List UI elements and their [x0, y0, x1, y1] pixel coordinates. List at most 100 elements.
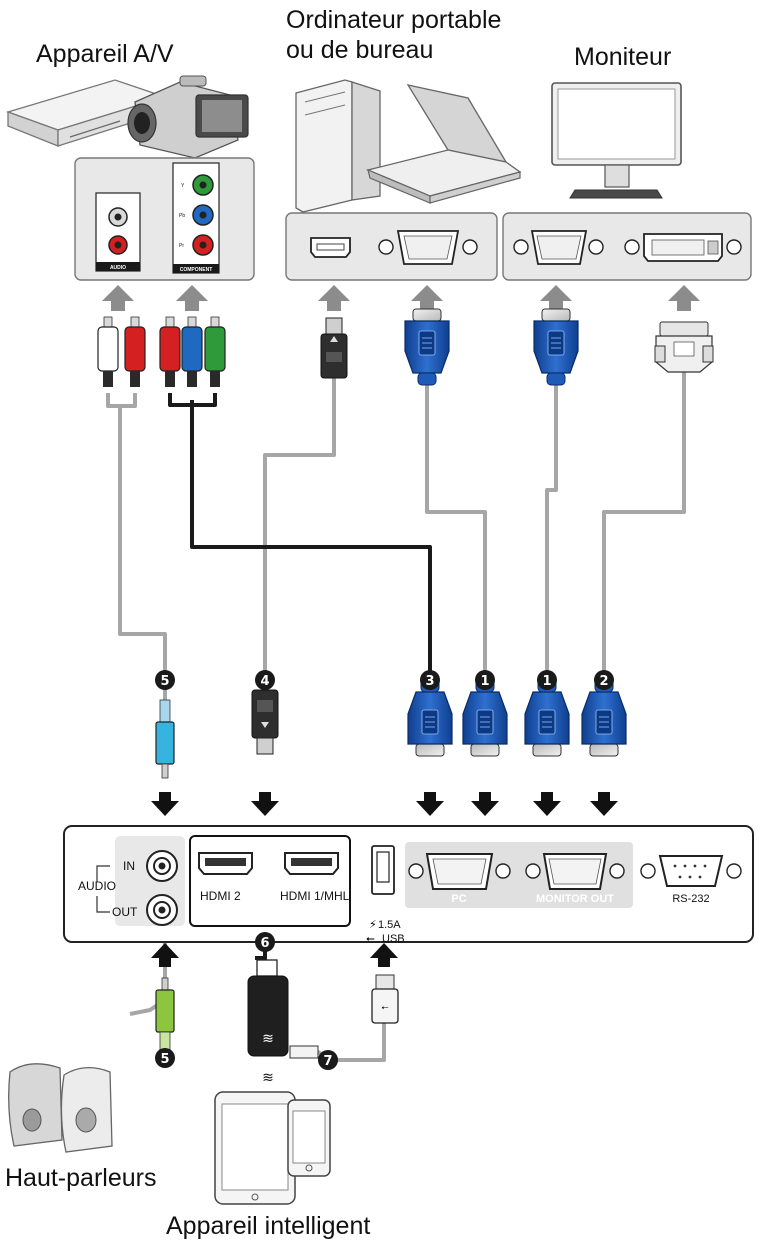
audio-out-minijack [155, 977, 175, 1053]
monitor-image [551, 82, 682, 199]
badge-vga-pc: 1 [475, 670, 495, 690]
svg-text:1: 1 [480, 674, 489, 689]
computer-label-line2: ou de bureau [286, 36, 433, 64]
hdmi-plug-bottom [251, 689, 279, 755]
av-component-label: COMPONENT [180, 267, 213, 273]
projector-audio-label: AUDIO [78, 879, 116, 893]
vga-plug-bottom-pc [462, 679, 508, 757]
smart-device-label: Appareil intelligent [166, 1212, 370, 1240]
audio-rca-plugs [97, 316, 146, 388]
camcorder-image [127, 75, 249, 159]
monitor-label: Moniteur [574, 43, 671, 71]
dvi-plug-top [654, 321, 714, 373]
monitor-connector-panel [502, 212, 752, 281]
smart-device-image [214, 1091, 331, 1205]
audio-in-jack[interactable] [146, 850, 178, 882]
audio-in-minijack [155, 699, 175, 779]
hdmi2-label: HDMI 2 [200, 889, 241, 903]
hdmi2-port[interactable] [198, 852, 253, 875]
hdmi-plug-top [320, 317, 348, 379]
hdmi1-mhl-port[interactable] [284, 852, 339, 875]
component-pr-label: Pr [179, 243, 184, 249]
usb-power-label: 1.5A [378, 919, 401, 931]
wifi-signal-icon: ≋ [262, 1070, 274, 1086]
svg-text:4: 4 [260, 674, 269, 689]
av-connector-panel: AUDIO Y Pb Pr COMPONENT [74, 157, 255, 281]
audio-out-jack[interactable] [146, 894, 178, 926]
svg-text:6: 6 [260, 936, 269, 951]
audio-in-cable [106, 393, 167, 700]
monitor-dvi-port[interactable] [624, 233, 742, 262]
monitor-out-vga-port[interactable] [525, 853, 625, 890]
component-arrow-up [176, 285, 208, 311]
audio-out-arrow-up [151, 943, 179, 967]
mhl-dongle: ≋ [247, 959, 289, 1057]
computer-vga-port[interactable] [378, 230, 478, 265]
badge-hdmi: 4 [255, 670, 275, 690]
svg-text:2: 2 [599, 674, 608, 689]
badge-usb: 7 [318, 1050, 338, 1070]
component-cable [168, 393, 432, 688]
svg-text:3: 3 [425, 674, 434, 689]
audio-arrow-up [102, 285, 134, 311]
badge-component: 3 [420, 670, 440, 690]
usb-arrow-up [370, 943, 398, 967]
speakers-label: Haut-parleurs [5, 1164, 156, 1192]
computer-label-line1: Ordinateur portable [286, 6, 501, 34]
vga-plug-bottom-dvi [581, 679, 627, 757]
monitor-out-arrow-down-2 [590, 792, 618, 816]
dvi-cable [602, 372, 686, 688]
computer-hdmi-port[interactable] [310, 237, 351, 258]
av-device-image [5, 75, 249, 159]
vga-plug-top-monitor [533, 308, 579, 386]
dvi-arrow-up [668, 285, 700, 311]
vga-monitor-arrow-up [540, 285, 572, 311]
svg-text:⭠: ⭠ [381, 1003, 388, 1013]
svg-text:5: 5 [160, 674, 169, 689]
pc-label: PC [451, 893, 466, 905]
rs232-label: RS-232 [672, 893, 709, 905]
component-pb-label: Pb [179, 213, 185, 219]
usb-label: USB [382, 933, 405, 945]
usb-icon: ⭠ [366, 932, 375, 945]
projector-audio-in-label: IN [123, 859, 135, 873]
monitor-vga-port[interactable] [513, 230, 604, 265]
hdmi-cable [263, 378, 336, 690]
hdmi-arrow-down [251, 792, 279, 816]
pc-vga-port[interactable] [408, 853, 511, 890]
speakers-image [8, 1063, 113, 1153]
svg-text:5: 5 [160, 1052, 169, 1067]
computer-connector-panel [285, 212, 498, 281]
svg-text:7: 7 [323, 1054, 332, 1069]
vga-cable-pc [425, 364, 487, 688]
vga-plug-bottom-component [407, 679, 453, 757]
wifi-icon: ≋ [262, 1031, 274, 1047]
pc-arrow-down-component [416, 792, 444, 816]
computer-image [295, 79, 522, 213]
component-y-label: Y [181, 183, 185, 189]
av-audio-label: AUDIO [110, 265, 126, 271]
svg-text:1: 1 [542, 674, 551, 689]
laptop-image [365, 84, 522, 204]
av-device-label: Appareil A/V [36, 40, 174, 68]
usb-port[interactable] [371, 845, 395, 895]
hdmi1-mhl-label: HDMI 1/MHL [280, 889, 350, 903]
badge-dvi: 2 [594, 670, 614, 690]
vga-cable-monitor [545, 364, 558, 688]
vga-pc-arrow-up [411, 285, 443, 311]
usb-plug: ⭠ [371, 974, 399, 1024]
component-rca-plugs [159, 316, 226, 388]
pc-arrow-down-vga [471, 792, 499, 816]
vga-plug-top-pc [404, 308, 450, 386]
vga-plug-bottom-monitor [524, 679, 570, 757]
audio-in-arrow-down [151, 792, 179, 816]
monitor-out-arrow-down [533, 792, 561, 816]
hdmi-arrow-up [318, 285, 350, 311]
badge-audio-in: 5 [155, 670, 175, 690]
monitor-out-label: MONITOR OUT [536, 893, 614, 905]
usb-power-icon: ⚡ [369, 918, 377, 931]
rs232-port[interactable] [640, 855, 742, 887]
badge-mhl: 6 [255, 932, 275, 952]
projector-audio-out-label: OUT [112, 905, 138, 919]
